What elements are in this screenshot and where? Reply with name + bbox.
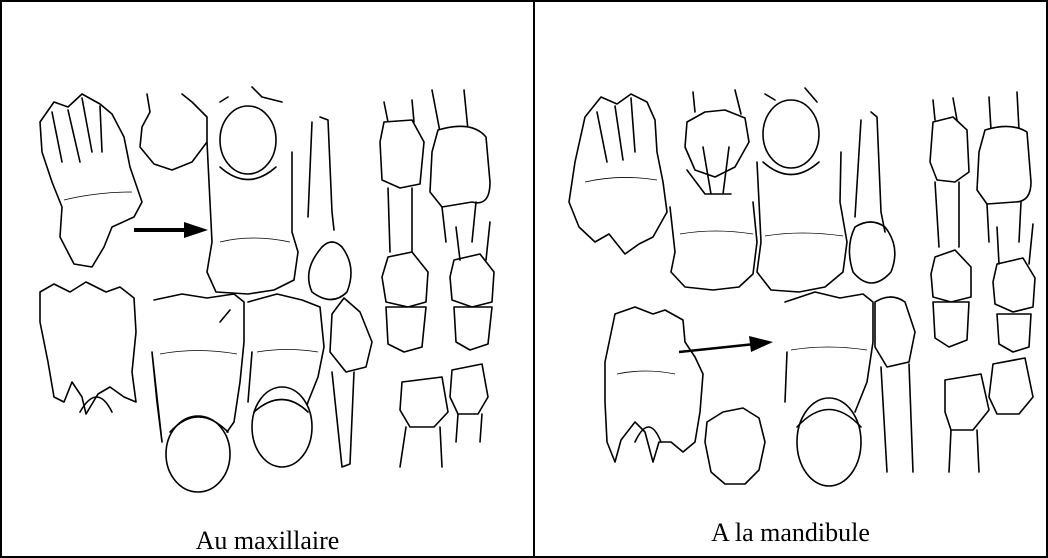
- upper-premolar: [685, 90, 749, 194]
- upper-canine-bud: [220, 87, 282, 180]
- caption-mandibular: A la mandibule: [535, 518, 1046, 548]
- mandibular-teeth-drawing: [535, 2, 1046, 556]
- upper-incisor-lateral: [380, 100, 424, 252]
- lower-canine: [875, 297, 915, 472]
- lower-incisor-central: [450, 222, 494, 442]
- lower-incisor-central: [989, 224, 1035, 414]
- lower-primary-molar-2: [248, 294, 324, 467]
- upper-primary-molar-1: [670, 202, 757, 290]
- panel-mandibular: A la mandibule: [533, 0, 1048, 558]
- lower-molar: [40, 282, 136, 414]
- lower-premolar-bud: [705, 408, 765, 484]
- caption-maxillary: Au maxillaire: [2, 526, 533, 556]
- upper-canine-bud: [763, 88, 819, 175]
- upper-incisor-central: [430, 90, 490, 242]
- lower-canine: [309, 242, 372, 467]
- lower-incisor-lateral: [382, 252, 448, 467]
- lower-incisor-lateral: [931, 250, 989, 472]
- lower-molar: [605, 307, 703, 462]
- lower-primary-molar-1: [152, 294, 244, 492]
- upper-primary-molar: [207, 142, 298, 294]
- upper-canine: [308, 117, 334, 230]
- arrow-mesial: [134, 222, 208, 238]
- maxillary-teeth-drawing: [2, 2, 533, 556]
- upper-molar: [40, 94, 142, 267]
- upper-molar: [569, 94, 667, 254]
- upper-premolar-bud: [140, 94, 207, 170]
- panel-maxillary: Au maxillaire: [0, 0, 535, 558]
- arrow-mesial: [679, 336, 773, 352]
- upper-incisor-central: [977, 92, 1031, 242]
- lower-primary-molar: [785, 292, 873, 486]
- upper-canine: [849, 112, 894, 283]
- upper-incisor-lateral: [930, 98, 969, 247]
